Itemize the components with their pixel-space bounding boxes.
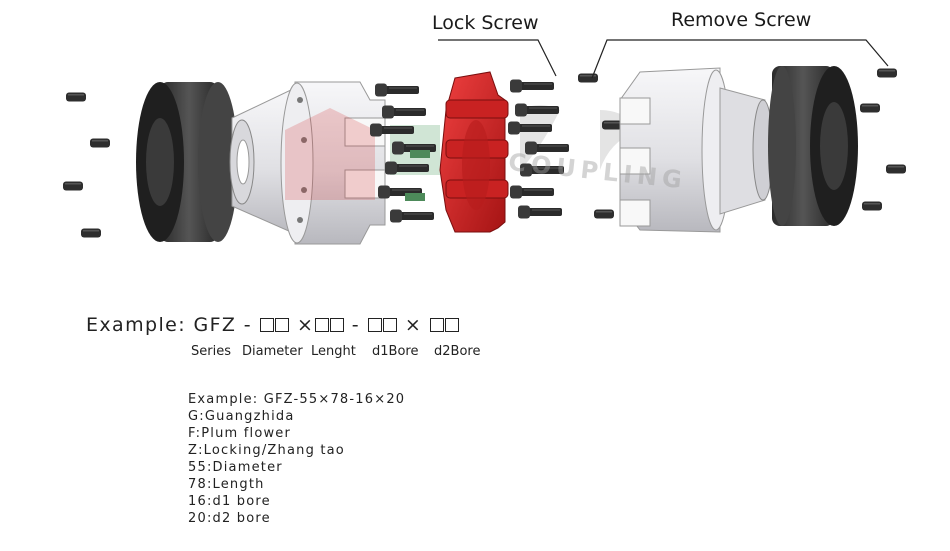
right-set-screws [860, 68, 906, 211]
remove-screw-leader [591, 39, 889, 79]
lock-screw-leader [438, 39, 557, 77]
example-key-line: 78:Length [188, 477, 265, 492]
placeholder-box [367, 318, 382, 332]
placeholder-box [329, 318, 344, 332]
placeholder-box [430, 318, 445, 332]
plum-flower-spider [439, 71, 509, 233]
right-locking-ring [768, 66, 858, 226]
field-label-series: Series [191, 344, 231, 359]
left-locking-ring [136, 82, 238, 242]
example-key-line: 16:d1 bore [188, 494, 271, 509]
left-hub [229, 81, 386, 245]
placeholder-box [314, 318, 329, 332]
example-key-line: 20:d2 bore [188, 511, 271, 526]
placeholder-box [382, 318, 397, 332]
placeholder-box [445, 318, 460, 332]
exploded-coupling-diagram [63, 39, 906, 245]
field-label-diameter: Diameter [242, 344, 303, 359]
example-key-line: G:Guangzhida [188, 409, 295, 424]
example-key-line: Z:Locking/Zhang tao [188, 443, 345, 458]
field-label-d2bore: d2Bore [434, 344, 481, 359]
times-symbol: × [404, 314, 423, 336]
example-key-line: 55:Diameter [188, 460, 283, 475]
code-prefix: Example: GFZ - [86, 314, 253, 336]
times-symbol: × [296, 314, 315, 336]
field-label-length: Lenght [311, 344, 356, 359]
example-key-line: F:Plum flower [188, 426, 292, 441]
placeholder-box [275, 318, 289, 332]
left-lock-bolts [369, 83, 437, 223]
remove-screw-label: Remove Screw [671, 9, 812, 31]
dash-symbol: - [351, 314, 360, 336]
left-set-screws [63, 92, 110, 238]
placeholder-box [260, 318, 274, 332]
right-hub [619, 67, 774, 233]
lock-screw-label: Lock Screw [432, 12, 539, 34]
example-key: Example: GFZ-55×78-16×20 G:Guangzhida F:… [188, 391, 405, 527]
example-key-line: Example: GFZ-55×78-16×20 [188, 392, 406, 407]
field-label-d1bore: d1Bore [372, 344, 419, 359]
code-format-line: Example: GFZ - × - × [86, 314, 460, 336]
